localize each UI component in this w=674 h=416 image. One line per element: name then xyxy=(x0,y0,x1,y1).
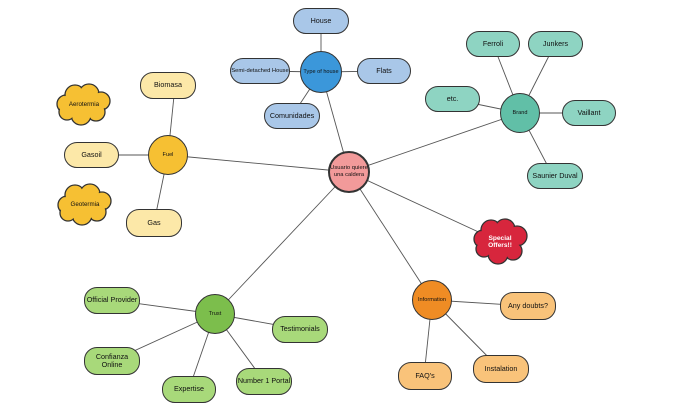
node-house[interactable]: House xyxy=(293,8,349,34)
edge-center-brand xyxy=(348,112,521,173)
node-instalation-label: Instalation xyxy=(484,363,518,373)
hub-brand[interactable]: Brand xyxy=(500,93,540,133)
node-semi-detached-label: Semi-detached House xyxy=(231,67,289,74)
node-junkers-label: Junkers xyxy=(542,38,569,48)
hub-fuel[interactable]: Fuel xyxy=(148,135,188,175)
node-etc[interactable]: etc. xyxy=(425,86,480,112)
node-faqs[interactable]: FAQ's xyxy=(398,362,452,390)
node-comunidades[interactable]: Comunidades xyxy=(264,103,320,129)
node-testimonials[interactable]: Testimonials xyxy=(272,316,328,343)
edge-center-fuel xyxy=(167,154,350,173)
node-etc-label: etc. xyxy=(446,93,459,103)
node-number-1-portal[interactable]: Number 1 Portal xyxy=(236,368,292,395)
edge-center-trust xyxy=(214,171,350,315)
center-label: Usuario quiere una caldera xyxy=(330,165,368,178)
node-any-doubts[interactable]: Any doubts? xyxy=(500,292,556,320)
edge-center-information xyxy=(348,171,433,301)
node-faqs-label: FAQ's xyxy=(415,370,435,380)
hub-type-of-house[interactable]: Type of house xyxy=(300,51,342,93)
node-gas[interactable]: Gas xyxy=(126,209,182,237)
node-gasoil-label: Gasoil xyxy=(81,149,102,159)
center-node[interactable]: Usuario quiere una caldera xyxy=(328,151,370,193)
node-biomasa[interactable]: Biomasa xyxy=(140,72,196,99)
node-comunidades-label: Comunidades xyxy=(269,110,315,120)
node-biomasa-label: Biomasa xyxy=(154,80,182,90)
node-confianza-online[interactable]: Confianza Online xyxy=(84,347,140,375)
node-expertise[interactable]: Expertise xyxy=(162,376,216,403)
hub-information[interactable]: Information xyxy=(412,280,452,320)
edge-center-special xyxy=(348,171,499,242)
node-saunier-duval-label: Saunier Duval xyxy=(532,170,578,180)
node-expertise-label: Expertise xyxy=(174,384,204,394)
hub-trust[interactable]: Trust xyxy=(195,294,235,334)
cloud-fills xyxy=(58,85,526,263)
hub-brand-label: Brand xyxy=(512,109,528,116)
node-vaillant-label: Vaillant xyxy=(577,107,601,117)
node-official-provider-label: Official Provider xyxy=(86,295,138,305)
hub-type-of-house-label: Type of house xyxy=(303,68,339,75)
node-junkers[interactable]: Junkers xyxy=(528,31,583,57)
node-flats[interactable]: Flats xyxy=(357,58,411,84)
node-ferroli[interactable]: Ferroli xyxy=(466,31,520,57)
node-confianza-online-label: Confianza Online xyxy=(95,351,129,369)
node-vaillant[interactable]: Vaillant xyxy=(562,100,616,126)
node-gas-label: Gas xyxy=(147,217,161,227)
node-official-provider[interactable]: Official Provider xyxy=(84,287,140,314)
node-saunier-duval[interactable]: Saunier Duval xyxy=(527,163,583,189)
node-testimonials-label: Testimonials xyxy=(280,324,320,334)
node-semi-detached-house[interactable]: Semi-detached House xyxy=(230,58,290,84)
hub-information-label: Information xyxy=(418,296,446,303)
node-any-doubts-label: Any doubts? xyxy=(508,300,548,310)
hub-trust-label: Trust xyxy=(208,310,222,317)
node-gasoil[interactable]: Gasoil xyxy=(64,142,119,168)
node-instalation[interactable]: Instalation xyxy=(473,355,529,383)
node-flats-label: Flats xyxy=(376,65,392,75)
node-house-label: House xyxy=(310,15,332,25)
node-number-1-portal-label: Number 1 Portal xyxy=(237,376,291,386)
hub-fuel-label: Fuel xyxy=(162,151,174,158)
node-ferroli-label: Ferroli xyxy=(482,38,504,48)
